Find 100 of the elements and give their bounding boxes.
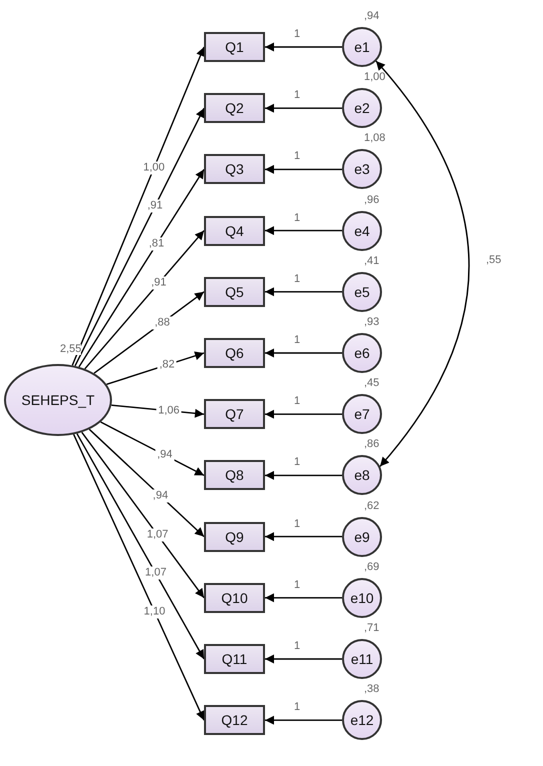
variance-label: ,69	[364, 562, 380, 573]
error-term-circle	[342, 516, 382, 557]
observed-variable-box	[204, 582, 265, 613]
variance-label: ,41	[364, 256, 380, 267]
arrow	[265, 104, 342, 113]
observed-variable-box	[204, 399, 265, 430]
node-label: e10	[350, 590, 374, 606]
node-label: Q5	[225, 284, 244, 300]
variance-label: ,93	[364, 317, 380, 328]
node-label: e7	[354, 406, 370, 422]
observed-variable-box	[204, 216, 265, 246]
edge-label: 1	[294, 335, 300, 346]
edge-label: 1	[294, 212, 300, 224]
node-label: e3	[354, 161, 370, 178]
observed-variable-box	[204, 276, 265, 307]
node-label: e12	[350, 712, 374, 728]
arrow	[106, 351, 204, 386]
arrow	[265, 532, 342, 542]
error-term-circle	[342, 394, 382, 434]
edge-label: ,91	[149, 276, 168, 290]
edge-label: 1,10	[142, 605, 168, 618]
variance-label: ,96	[364, 194, 380, 206]
node-label: e9	[354, 528, 370, 545]
error-term-circle	[342, 210, 382, 251]
node-label: e11	[350, 651, 374, 667]
node-label: Q8	[225, 467, 244, 484]
observed-variable-box	[204, 32, 265, 62]
observed-variable-box	[204, 705, 265, 736]
node-label: Q7	[225, 406, 244, 422]
node-label: Q3	[225, 161, 244, 178]
error-term-circle	[342, 700, 382, 740]
arrow	[375, 60, 470, 467]
observed-variable-box	[204, 154, 265, 184]
observed-variable-box	[204, 522, 265, 552]
edge-label: 1	[294, 641, 300, 652]
arrow	[265, 470, 342, 480]
node-label: Q10	[221, 590, 248, 606]
error-term-circle	[342, 578, 382, 618]
edge-label: ,94	[155, 448, 174, 462]
edge-label: 1,06	[156, 404, 182, 418]
variance-label: ,86	[364, 439, 380, 450]
arrow	[72, 46, 205, 366]
arrow	[88, 428, 204, 538]
observed-variable-box	[204, 644, 265, 674]
node-label: SEHEPS_T	[21, 392, 95, 408]
edge-label: 1	[294, 518, 300, 530]
arrow	[73, 434, 205, 720]
node-label: e8	[354, 467, 370, 484]
arrow	[74, 108, 205, 366]
arrow	[94, 291, 204, 374]
variance-label: ,62	[364, 500, 380, 512]
node-label: e2	[354, 100, 370, 116]
error-term-circle	[342, 455, 382, 496]
edge-label: 1,00	[141, 161, 167, 174]
arrow	[265, 654, 342, 664]
variance-label: 1,08	[364, 133, 386, 144]
arrow	[78, 169, 205, 368]
edge-label: 1	[294, 29, 300, 40]
edge-label: ,81	[146, 238, 166, 251]
edge-label: 1	[294, 274, 300, 285]
node-label: e5	[354, 284, 370, 300]
node-label: Q2	[225, 100, 244, 116]
node-label: Q9	[225, 528, 244, 545]
observed-variable-box	[204, 460, 265, 490]
node-label: Q12	[221, 712, 248, 728]
arrow	[265, 593, 342, 602]
variance-label: 1,00	[364, 72, 386, 84]
arrow	[265, 164, 342, 174]
arrow	[265, 410, 342, 419]
arrow	[265, 348, 342, 358]
error-term-circle	[342, 27, 382, 67]
error-term-circle	[342, 333, 382, 373]
observed-variable-box	[204, 93, 265, 124]
error-term-circle	[342, 272, 382, 312]
arrow	[265, 42, 342, 52]
arrow	[84, 230, 205, 370]
edge-label: ,82	[157, 358, 177, 372]
variance-label: 2,55	[60, 344, 82, 355]
node-label: e4	[354, 222, 370, 239]
variance-label: ,38	[364, 684, 380, 696]
observed-variable-box	[204, 338, 265, 368]
edge-label: 1,07	[143, 566, 168, 580]
edge-label: ,55	[486, 255, 502, 266]
arrow	[265, 226, 342, 236]
arrow	[100, 421, 204, 476]
edge-label: ,94	[150, 489, 170, 502]
error-term-circle	[342, 639, 382, 679]
edge-label: 1,07	[144, 528, 170, 542]
error-term-circle	[342, 149, 382, 190]
arrow	[265, 716, 342, 725]
arrow	[265, 287, 342, 296]
error-term-circle	[342, 88, 382, 128]
arrow	[81, 432, 205, 598]
variance-label: ,45	[364, 378, 380, 390]
edge-label: ,91	[145, 200, 165, 213]
node-label: e1	[354, 39, 370, 55]
edge-label: 1	[294, 580, 300, 591]
variance-label: ,94	[364, 11, 380, 22]
variance-label: ,71	[364, 623, 380, 634]
arrow	[76, 433, 205, 660]
